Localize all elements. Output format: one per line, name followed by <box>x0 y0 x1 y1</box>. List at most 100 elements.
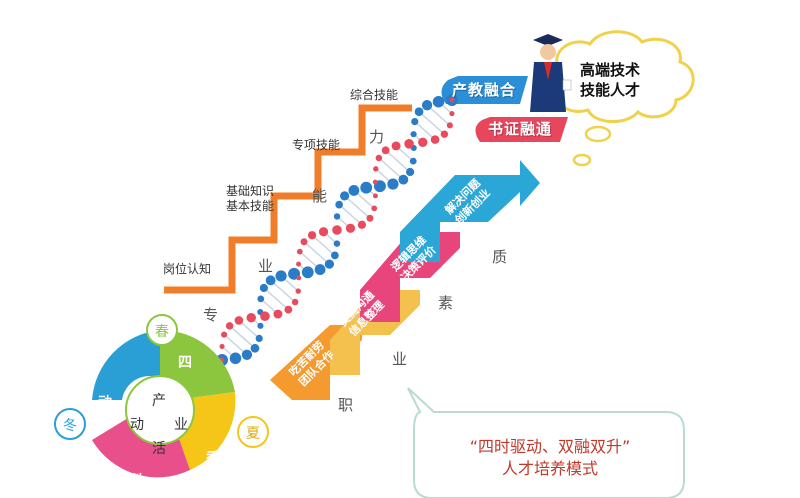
helix-node-blue <box>335 200 343 209</box>
helix-node-red <box>440 130 449 138</box>
ability-char-1: 专 <box>203 306 219 324</box>
helix-node-red <box>225 322 234 330</box>
skill-stairs <box>164 104 412 294</box>
helix-node-blue <box>333 240 341 247</box>
helix-node-blue <box>360 181 373 194</box>
helix-node-blue <box>314 264 326 275</box>
helix-node-blue <box>398 174 409 185</box>
helix-node-red <box>404 139 414 149</box>
helix-node-red <box>430 135 440 144</box>
helix-rung <box>344 195 371 219</box>
helix-node-blue <box>255 334 263 342</box>
helix-node-red <box>296 275 302 281</box>
helix-node-blue <box>241 349 253 360</box>
helix-rung <box>263 287 289 311</box>
helix-node-blue <box>250 343 260 353</box>
helix-node-red <box>372 179 378 185</box>
helix-node-blue <box>348 185 360 196</box>
helix-node-red <box>391 141 401 151</box>
helix-node-red <box>295 288 301 294</box>
helix-node-red <box>449 110 455 117</box>
helix-node-blue <box>324 259 335 269</box>
tag-integration: 产教融合 <box>452 81 517 99</box>
helix-node-red <box>296 248 303 255</box>
cycle-center-4: 活 <box>152 441 166 457</box>
helix-node-red <box>357 220 367 229</box>
helix-node-red <box>260 311 270 321</box>
ability-char-4: 力 <box>369 128 385 146</box>
caption-line1: “四时驱动、双融双升” <box>469 437 631 456</box>
helix-rung <box>385 149 411 173</box>
helix-node-red <box>449 97 455 103</box>
goal-line1: 高端技术 <box>579 61 640 79</box>
ability-char-2: 业 <box>258 257 274 275</box>
season-spring: 春 <box>155 324 169 340</box>
helix-node-blue <box>406 167 415 177</box>
helix-node-red <box>296 261 302 267</box>
season-summer: 夏 <box>246 426 260 442</box>
stage-1: 四 <box>178 355 192 371</box>
helix-rung <box>338 204 363 226</box>
helix-node-blue <box>265 275 276 286</box>
tag-certificate: 书证融通 <box>488 120 553 138</box>
helix-node-blue <box>229 352 242 365</box>
tag-integration-shape <box>441 76 528 104</box>
helix-rung <box>418 111 445 135</box>
helix-node-blue <box>432 95 445 108</box>
quality-char-4: 质 <box>492 248 508 266</box>
step-basic-skill: 基本技能 <box>225 199 274 213</box>
helix-node-blue <box>333 213 341 220</box>
helix-node-red <box>418 137 428 148</box>
helix-node-blue <box>339 191 350 201</box>
cycle-center-2: 动 <box>130 417 144 433</box>
helix-node-blue <box>257 295 265 303</box>
helix-node-blue <box>410 131 417 138</box>
helix-node-blue <box>387 178 399 190</box>
helix-node-red <box>307 231 317 240</box>
helix-rung <box>229 325 256 349</box>
helix-node-red <box>291 298 299 306</box>
quality-blocks <box>270 160 540 400</box>
step-job-cognition: 岗位认知 <box>163 262 212 276</box>
quality-char-1: 职 <box>338 396 354 414</box>
dna-helix <box>216 94 458 366</box>
quality-char-2: 业 <box>392 350 408 368</box>
helix-node-red <box>381 146 390 155</box>
cycle-center-3: 业 <box>174 417 188 433</box>
goal-text: 高端技术 技能人才 <box>570 60 650 100</box>
helix-rung <box>311 234 336 256</box>
cycle-center-1: 产 <box>152 393 166 409</box>
step-comprehensive-skill: 综合技能 <box>350 88 399 102</box>
helix-rung <box>303 241 330 265</box>
season-winter: 冬 <box>63 418 77 434</box>
goal-line2: 技能人才 <box>579 81 640 99</box>
helix-node-blue <box>331 251 339 260</box>
helix-node-red <box>446 122 453 129</box>
helix-node-blue <box>409 157 417 165</box>
caption-line2: 人才培养模式 <box>501 459 598 478</box>
helix-node-red <box>221 331 228 338</box>
stage-4: 训 <box>128 473 142 489</box>
tag-certificate-shape <box>475 117 568 142</box>
helix-node-red <box>273 309 283 319</box>
helix-node-blue <box>259 283 268 293</box>
helix-node-red <box>219 343 225 350</box>
helix-node-blue <box>275 270 287 282</box>
helix-node-red <box>318 227 329 237</box>
stage-2: 动 <box>98 395 112 411</box>
helix-node-blue <box>421 100 433 111</box>
helix-node-red <box>366 214 374 222</box>
helix-node-red <box>373 166 379 172</box>
step-special-skill: 专项技能 <box>292 138 341 152</box>
stage-3: 季 <box>206 451 220 467</box>
seasons-cycle <box>54 314 269 478</box>
helix-node-red <box>332 225 342 235</box>
quality-char-3: 素 <box>438 294 454 312</box>
helix-node-blue <box>301 266 314 279</box>
ability-char-3: 能 <box>312 187 328 205</box>
helix-node-red <box>371 205 378 212</box>
goal-cloud <box>548 30 695 167</box>
helix-rung <box>270 279 296 303</box>
